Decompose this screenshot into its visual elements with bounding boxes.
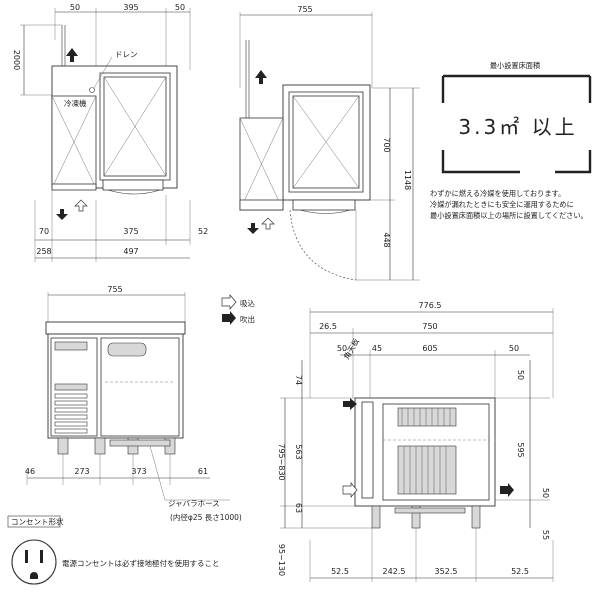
dim-595: 595 <box>516 442 525 457</box>
exhaust-arrow-icon <box>222 311 236 325</box>
dim-front-755: 755 <box>107 285 122 294</box>
plan-view: 50 395 50 2000 ドレン 冷凍機 <box>12 3 208 262</box>
area-title: 最小設置床面積 <box>490 61 540 70</box>
dim-74: 74 <box>294 375 303 385</box>
legend-intake: 吸込 <box>240 299 255 308</box>
min-area-box: 最小設置床面積 3.3㎡ 以上 わずかに燃える冷媒を使用しております。 冷媒が漏… <box>430 61 592 220</box>
dim-700: 700 <box>382 137 391 152</box>
dim-7765: 776.5 <box>419 301 442 310</box>
dim-55: 55 <box>541 530 550 540</box>
dim-95-130: 95~130 <box>277 544 286 576</box>
dim-s-50c: 50 <box>516 370 525 380</box>
note-1: わずかに燃える冷媒を使用しております。 <box>430 189 565 198</box>
legend-exhaust: 吹出 <box>240 314 255 324</box>
hose-spec: (内径φ25 長さ1000) <box>170 512 242 522</box>
dim-46: 46 <box>25 467 35 476</box>
note-3: 最小設置床面積以上の場所に設置してください。 <box>430 211 588 220</box>
dim-525a: 52.5 <box>331 567 349 576</box>
airflow-legend: 吸込 吹出 <box>221 294 255 325</box>
front-view: 755 46 273 373 61 <box>25 285 242 522</box>
hose-name: ジャバラホース <box>168 499 220 508</box>
dim-45: 45 <box>372 344 382 353</box>
dim-1148: 1148 <box>403 170 412 190</box>
dim-70: 70 <box>39 227 49 236</box>
dim-61: 61 <box>198 467 208 476</box>
dim-2425: 242.5 <box>383 567 406 576</box>
dim-3525: 352.5 <box>435 567 458 576</box>
dim-52: 52 <box>198 227 208 236</box>
dim-top-50a: 50 <box>70 3 80 12</box>
note-2: 冷媒が漏れたときにも安全に運用するために <box>430 200 574 209</box>
outlet-title: コンセント形状 <box>11 517 64 527</box>
dim-605: 605 <box>422 344 437 353</box>
side-view: 755 700 448 1148 <box>239 5 420 281</box>
dim-265: 26.5 <box>319 322 337 331</box>
dim-525b: 52.5 <box>511 567 529 576</box>
dim-63: 63 <box>294 503 303 513</box>
dim-s-50b: 50 <box>509 344 519 353</box>
dim-273: 273 <box>74 467 89 476</box>
label-freezer: 冷凍機 <box>64 98 87 108</box>
dim-top-50b: 50 <box>175 3 185 12</box>
side-detail: 776.5 26.5 750 50 45 605 50 角天板 <box>277 301 554 582</box>
dim-s-50a: 50 <box>337 344 347 353</box>
dim-563: 563 <box>294 444 303 459</box>
dim-top-755: 755 <box>297 5 312 14</box>
area-value: 3.3㎡ 以上 <box>458 115 577 139</box>
label-drain: ドレン <box>115 50 138 59</box>
dim-s-50d: 50 <box>541 488 550 498</box>
dim-258: 258 <box>36 247 51 256</box>
outlet-icon <box>11 539 57 585</box>
dim-top-395: 395 <box>123 3 138 12</box>
dim-750: 750 <box>422 322 437 331</box>
dim-448: 448 <box>382 232 391 247</box>
outlet-note: 電源コンセントは必ず接地極付を使用すること <box>62 558 220 568</box>
outlet-section: コンセント形状 電源コンセントは必ず接地極付を使用すること <box>7 515 220 585</box>
dim-2000: 2000 <box>12 50 21 70</box>
dim-373: 373 <box>131 467 146 476</box>
dim-375: 375 <box>123 227 138 236</box>
dim-795-830: 795~830 <box>277 443 286 480</box>
intake-arrow-icon <box>221 294 237 310</box>
dim-497: 497 <box>123 247 138 256</box>
